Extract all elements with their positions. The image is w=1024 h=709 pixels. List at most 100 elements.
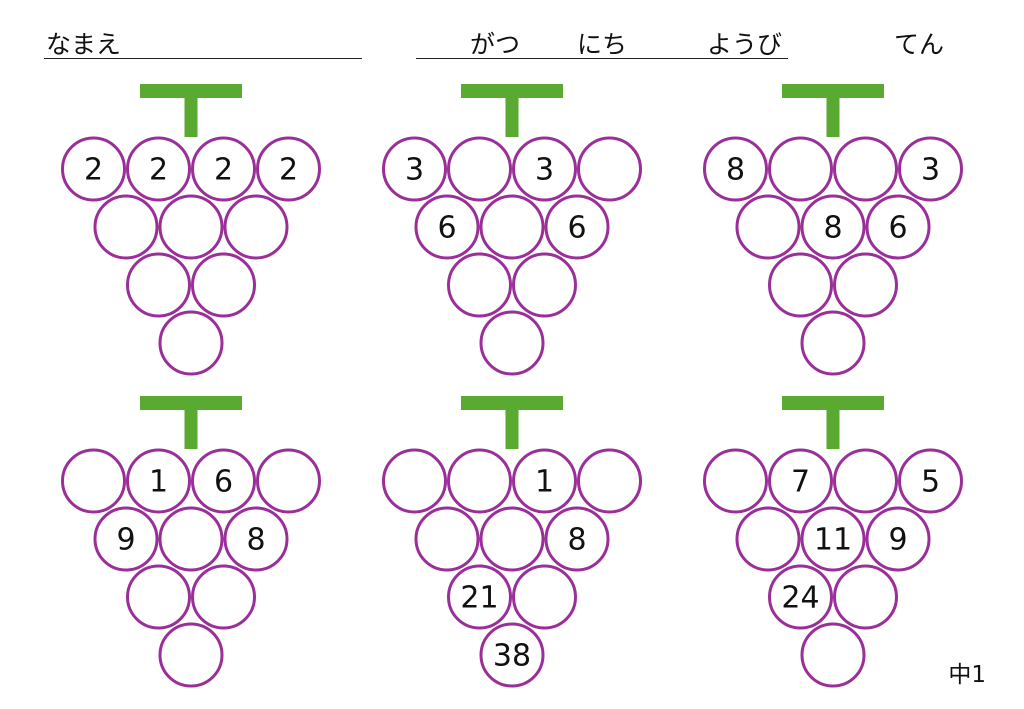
grape-cell[interactable] <box>479 506 545 572</box>
grape-cell[interactable] <box>126 564 191 630</box>
grape-cell[interactable] <box>800 310 866 376</box>
grape-cell <box>414 194 480 260</box>
grape-cell[interactable] <box>414 506 480 572</box>
grape-cell[interactable] <box>447 448 512 514</box>
grape-puzzle: 7 5 11 9 24 <box>703 396 963 688</box>
stem-bar <box>461 396 563 410</box>
score-label: てん <box>894 30 945 59</box>
grape-cell[interactable] <box>577 136 642 202</box>
grape-number: 7 <box>791 465 810 500</box>
grape-cell[interactable] <box>126 252 191 318</box>
grape-cell[interactable] <box>833 564 898 630</box>
stem-post <box>505 94 519 137</box>
grape-cell[interactable] <box>512 252 577 318</box>
grape-cell <box>61 136 126 202</box>
grape-cell <box>93 506 159 572</box>
grape-cell[interactable] <box>158 506 224 572</box>
grape-number: 5 <box>921 465 940 500</box>
grape-cell[interactable] <box>256 448 321 514</box>
grape-cell[interactable] <box>833 136 898 202</box>
grape-number: 11 <box>814 523 852 558</box>
grape-number: 9 <box>888 523 907 558</box>
grape-puzzle: 18 21 38 <box>382 396 642 688</box>
grape-cell <box>447 564 512 630</box>
grape-cell[interactable] <box>735 506 801 572</box>
stem-bar <box>782 84 884 98</box>
grape-number: 1 <box>149 465 168 500</box>
grape-cell[interactable] <box>833 252 898 318</box>
grape-cell <box>703 136 768 202</box>
grape-number: 8 <box>823 211 842 246</box>
grape-cell[interactable] <box>158 194 224 260</box>
grape-cell[interactable] <box>447 136 512 202</box>
stem-post <box>826 406 840 449</box>
stem-post <box>826 94 840 137</box>
grape-cell[interactable] <box>735 194 801 260</box>
grape-number: 1 <box>535 465 554 500</box>
grape-number: 21 <box>460 581 498 616</box>
grape-cell[interactable] <box>577 448 642 514</box>
grape-cell <box>126 448 191 514</box>
grape-cell[interactable] <box>61 448 126 514</box>
grape-cell <box>382 136 447 202</box>
grape-cell <box>479 622 545 688</box>
grape-number: 2 <box>149 153 168 188</box>
grape-number: 6 <box>437 211 456 246</box>
grape-cell <box>223 506 289 572</box>
grape-cell <box>898 448 963 514</box>
grape-cell[interactable] <box>703 448 768 514</box>
grape-cell <box>191 136 256 202</box>
stem-post <box>184 406 198 449</box>
grape-cell[interactable] <box>191 564 256 630</box>
grape-cell[interactable] <box>479 194 545 260</box>
grape-cell <box>512 448 577 514</box>
grape-number: 2 <box>214 153 233 188</box>
grape-cell <box>768 448 833 514</box>
stem-post <box>505 406 519 449</box>
grape-cell <box>256 136 321 202</box>
grape-cell[interactable] <box>768 136 833 202</box>
grape-cell <box>800 506 866 572</box>
grape-cell[interactable] <box>191 252 256 318</box>
grape-cell[interactable] <box>447 252 512 318</box>
grape-puzzle: 2 2 2 2 <box>61 84 321 376</box>
grape-cell <box>544 506 610 572</box>
date-underline <box>416 58 788 59</box>
grape-cell <box>865 194 931 260</box>
grape-number: 6 <box>888 211 907 246</box>
grape-number: 24 <box>781 581 819 616</box>
grape-number: 8 <box>726 153 745 188</box>
grape-cell[interactable] <box>833 448 898 514</box>
month-label: がつ <box>470 30 521 59</box>
stem-post <box>184 94 198 137</box>
grape-cell[interactable] <box>512 564 577 630</box>
grape-number: 9 <box>116 523 135 558</box>
grape-cell[interactable] <box>800 622 866 688</box>
grape-cell <box>800 194 866 260</box>
grape-cell[interactable] <box>93 194 159 260</box>
grape-number: 2 <box>279 153 298 188</box>
name-underline <box>44 58 362 59</box>
weekday-label: ようび <box>707 30 783 59</box>
stem-bar <box>140 84 242 98</box>
grape-number: 6 <box>214 465 233 500</box>
grape-number: 2 <box>84 153 103 188</box>
level-code: 中1 <box>948 662 986 688</box>
grape-cell <box>544 194 610 260</box>
grape-cell[interactable] <box>223 194 289 260</box>
grape-cell[interactable] <box>479 310 545 376</box>
grape-cell[interactable] <box>768 252 833 318</box>
grape-number: 8 <box>567 523 586 558</box>
grape-number: 38 <box>493 639 531 674</box>
name-label: なまえ <box>46 30 122 59</box>
grape-cell[interactable] <box>158 310 224 376</box>
grape-number: 8 <box>246 523 265 558</box>
grape-number: 6 <box>567 211 586 246</box>
grape-cell[interactable] <box>382 448 447 514</box>
grape-cell[interactable] <box>158 622 224 688</box>
grape-cell <box>898 136 963 202</box>
